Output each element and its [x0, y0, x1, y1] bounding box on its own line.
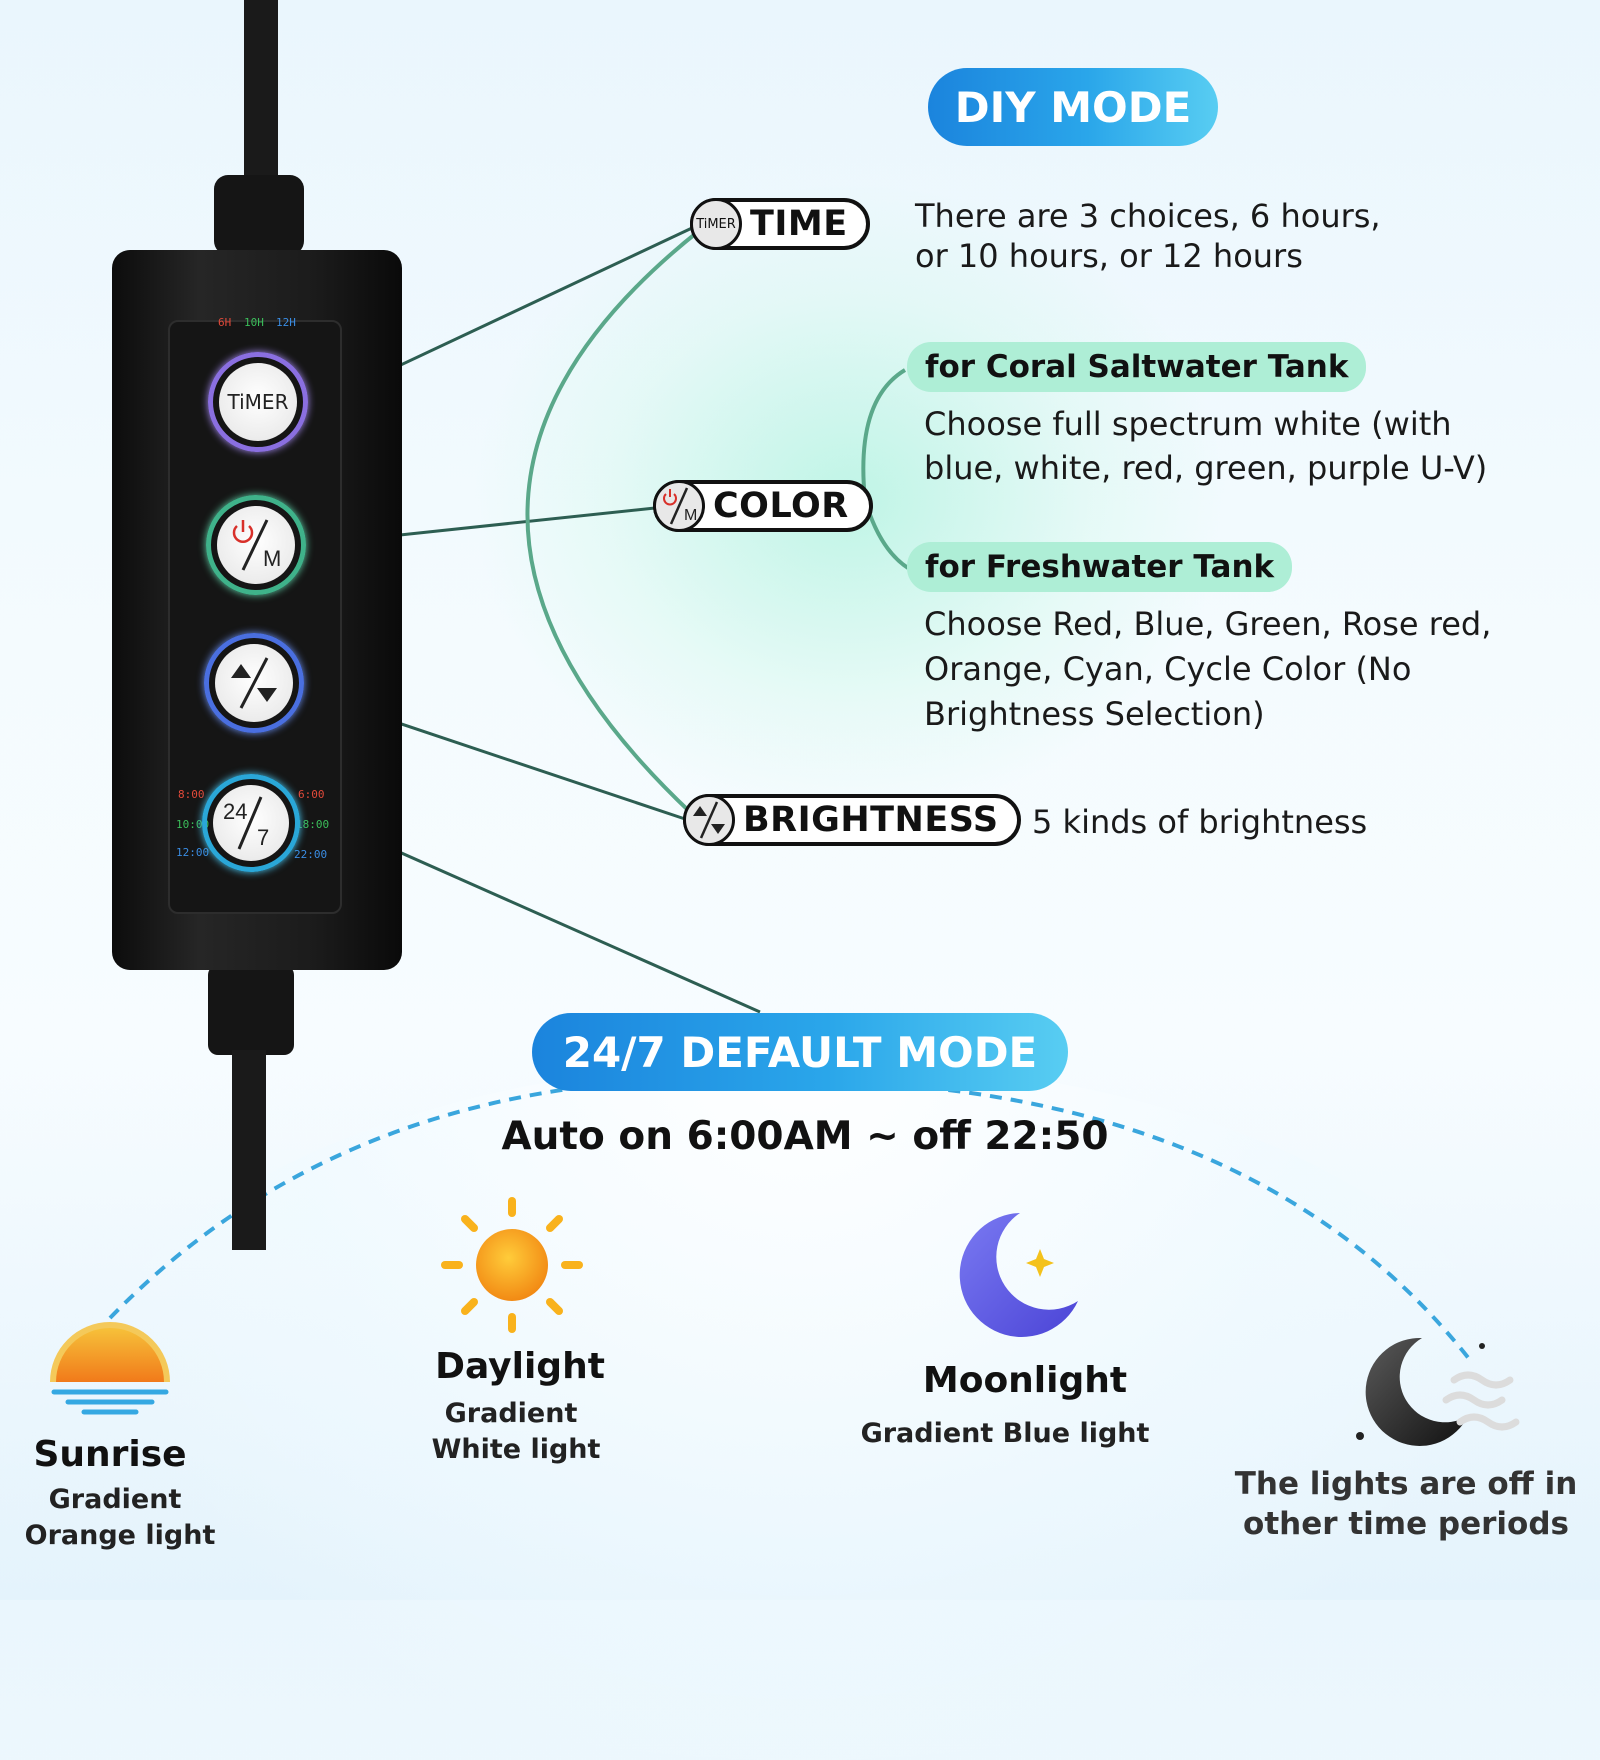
moonlight-line1: Gradient Blue light	[860, 1418, 1150, 1449]
strain-relief-bottom	[208, 965, 294, 1055]
schedule-right-2: 18:00	[296, 818, 330, 831]
color-mini-icon-m: M	[684, 507, 697, 524]
time-description-line2: or 10 hours, or 12 hours	[915, 237, 1303, 275]
schedule-button-ring	[202, 774, 300, 872]
default-mode-subtitle: Auto on 6:00AM ~ off 22:50	[501, 1114, 1109, 1159]
freshwater-description-line1: Choose Red, Blue, Green, Rose red,	[924, 605, 1492, 643]
moonlight-title: Moonlight	[922, 1360, 1128, 1401]
schedule-button[interactable]: 24 7	[213, 785, 289, 861]
timer-indicator-row: 6H 10H 12H	[218, 316, 318, 336]
indicator-12h: 12H	[276, 316, 296, 329]
green-arc	[525, 228, 702, 814]
sun-icon	[441, 1197, 583, 1333]
connector-lines	[108, 0, 1472, 1362]
time-label-pill: TiMER TIME	[690, 198, 870, 250]
schedule-left-1: 8:00	[178, 788, 205, 801]
up-down-arrows-icon	[231, 657, 277, 709]
freshwater-tank-title: for Freshwater Tank	[907, 542, 1293, 592]
moon-icon	[959, 1213, 1078, 1337]
coral-tank-title: for Coral Saltwater Tank	[907, 342, 1367, 392]
mode-button-m: M	[263, 546, 281, 571]
brightness-button-ring	[204, 633, 304, 733]
strain-relief-top	[214, 175, 304, 255]
timer-button-label: TiMER	[227, 390, 289, 414]
cable-bottom	[232, 1050, 266, 1250]
coral-description-line2: blue, white, red, green, purple U-V)	[924, 449, 1488, 487]
power-m-icon: M	[232, 519, 281, 571]
coral-tank-title-text: for Coral Saltwater Tank	[925, 349, 1349, 385]
coral-description-line1: Choose full spectrum white (with	[924, 405, 1452, 443]
cable-top	[244, 0, 278, 185]
time-description-line1: There are 3 choices, 6 hours,	[915, 197, 1381, 235]
dashed-arc	[108, 1076, 1472, 1362]
power-m-icon: M	[663, 487, 697, 525]
sunrise-icon	[50, 1322, 170, 1415]
timer-button-ring	[208, 352, 308, 452]
timer-mini-icon-text: TiMER	[696, 216, 736, 232]
daylight-line1: Gradient	[444, 1398, 578, 1429]
daylight-title: Daylight	[435, 1346, 605, 1387]
coral-bracket	[861, 368, 910, 570]
infographic: 6H 10H 12H 8:00 10:00 12:00 6:00 18:00 2…	[24, 0, 1578, 1760]
sunrise-title: Sunrise	[33, 1434, 187, 1475]
time-label: TIME	[750, 204, 848, 244]
default-mode-title: 24/7 DEFAULT MODE	[532, 1013, 1068, 1091]
twenty-four-seven-icon: 24 7	[223, 796, 269, 850]
freshwater-description-line2: Orange, Cyan, Cycle Color (No	[924, 650, 1412, 688]
brightness-description: 5 kinds of brightness	[1032, 803, 1368, 841]
mode-button[interactable]: M	[217, 506, 295, 584]
color-label: COLOR	[713, 486, 849, 526]
brightness-button[interactable]	[215, 644, 293, 722]
freshwater-description-line3: Brightness Selection)	[924, 695, 1265, 733]
up-down-arrows-icon	[693, 801, 725, 839]
diy-mode-title-text: DIY MODE	[954, 82, 1192, 132]
color-mini-icon: M	[653, 480, 705, 532]
lights-off-line2: other time periods	[1243, 1506, 1569, 1542]
freshwater-tank-title-text: for Freshwater Tank	[925, 549, 1275, 585]
sunrise-line2: Orange light	[24, 1520, 216, 1551]
schedule-left-2: 10:00	[176, 818, 210, 831]
lights-off-line1: The lights are off in	[1234, 1466, 1578, 1502]
schedule-7-text: 7	[257, 825, 269, 850]
brightness-mini-icon	[683, 794, 735, 846]
timer-button[interactable]: TiMER	[219, 363, 297, 441]
schedule-left-3: 12:00	[176, 846, 210, 859]
brightness-label-pill: BRIGHTNESS	[683, 794, 1021, 846]
indicator-10h: 10H	[244, 316, 264, 329]
default-mode-title-text: 24/7 DEFAULT MODE	[562, 1027, 1038, 1077]
daylight-line2: White light	[431, 1434, 601, 1465]
timer-mini-icon: TiMER	[690, 198, 742, 250]
mode-button-ring	[206, 495, 306, 595]
schedule-right-1: 6:00	[298, 788, 325, 801]
brightness-label: BRIGHTNESS	[743, 800, 999, 840]
indicator-6h: 6H	[218, 316, 232, 329]
diy-mode-title: DIY MODE	[928, 68, 1218, 146]
color-label-pill: M COLOR	[653, 480, 873, 532]
schedule-24-text: 24	[223, 799, 247, 824]
schedule-right-3: 22:00	[294, 848, 328, 861]
sunrise-line1: Gradient	[48, 1484, 182, 1515]
night-moon-icon	[1356, 1337, 1520, 1446]
